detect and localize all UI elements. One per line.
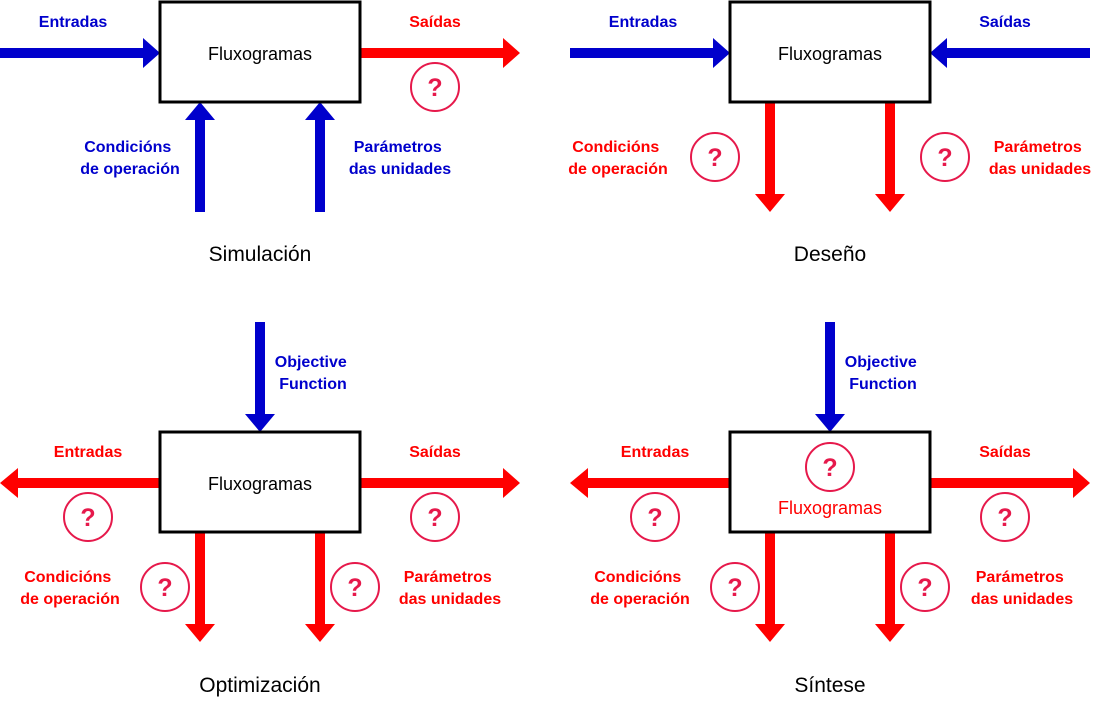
question-circle-icon: ? — [330, 562, 380, 612]
process-box — [158, 430, 362, 534]
parameters-label: Parámetros das unidades — [989, 139, 1091, 178]
svg-text:?: ? — [917, 574, 932, 602]
outputs-label: Saídas — [409, 444, 461, 461]
question-circle-icon: ? — [410, 62, 460, 112]
panel-simulation: Fluxogramas Entradas Saídas ? Condicións… — [0, 0, 520, 266]
conditions-label: Condicións de operación — [568, 139, 668, 178]
process-box — [728, 0, 932, 104]
process-box-label: Fluxogramas — [208, 44, 312, 64]
svg-text:?: ? — [80, 504, 95, 532]
outputs-arrow-icon — [361, 468, 520, 498]
process-box — [158, 0, 362, 104]
svg-text:?: ? — [427, 74, 442, 102]
objective-arrow-icon — [245, 322, 275, 432]
question-circle-icon: ? — [980, 492, 1030, 542]
process-box-label: Fluxogramas — [778, 498, 882, 518]
conditions-arrow-icon — [755, 532, 785, 642]
outputs-label: Saídas — [979, 444, 1031, 461]
parameters-arrow-icon — [305, 532, 335, 642]
objective-label: Objective Function — [845, 354, 921, 393]
parameters-arrow-icon — [305, 102, 335, 212]
svg-text:?: ? — [427, 504, 442, 532]
panel-design: Fluxogramas Entradas Saídas Condicións d… — [568, 0, 1091, 266]
conditions-label: Condicións de operación — [20, 569, 120, 608]
outputs-label: Saídas — [979, 14, 1031, 31]
conditions-arrow-icon — [185, 532, 215, 642]
inputs-label: Entradas — [39, 14, 108, 31]
conditions-label: Condicións de operación — [80, 139, 180, 178]
svg-text:?: ? — [347, 574, 362, 602]
parameters-arrow-icon — [875, 532, 905, 642]
inputs-arrow-icon — [0, 468, 160, 498]
parameters-label: Parámetros das unidades — [399, 569, 501, 608]
panel-optimization: Fluxogramas Objective Function Entradas … — [0, 322, 520, 697]
objective-label: Objective Function — [275, 354, 351, 393]
svg-text:?: ? — [727, 574, 742, 602]
panel-caption: Síntese — [794, 674, 865, 697]
question-circle-icon: ? — [630, 492, 680, 542]
outputs-arrow-icon — [361, 38, 520, 68]
svg-text:?: ? — [707, 144, 722, 172]
panel-caption: Deseño — [794, 243, 866, 266]
question-circle-icon: ? — [690, 132, 740, 182]
svg-text:?: ? — [937, 144, 952, 172]
parameters-label: Parámetros das unidades — [349, 139, 451, 178]
conditions-arrow-icon — [185, 102, 215, 212]
question-circle-icon: ? — [805, 442, 855, 492]
svg-text:?: ? — [157, 574, 172, 602]
question-circle-icon: ? — [710, 562, 760, 612]
question-circle-icon: ? — [63, 492, 113, 542]
question-circle-icon: ? — [410, 492, 460, 542]
inputs-label: Entradas — [609, 14, 678, 31]
outputs-arrow-icon — [930, 38, 1090, 68]
question-circle-icon: ? — [140, 562, 190, 612]
svg-text:?: ? — [997, 504, 1012, 532]
question-circle-icon: ? — [900, 562, 950, 612]
inputs-label: Entradas — [54, 444, 123, 461]
parameters-arrow-icon — [875, 102, 905, 212]
objective-arrow-icon — [815, 322, 845, 432]
process-box-label: Fluxogramas — [778, 44, 882, 64]
parameters-label: Parámetros das unidades — [971, 569, 1073, 608]
panel-caption: Optimización — [199, 674, 320, 697]
process-box-label: Fluxogramas — [208, 474, 312, 494]
conditions-label: Condicións de operación — [590, 569, 690, 608]
inputs-arrow-icon — [570, 468, 730, 498]
inputs-arrow-icon — [0, 38, 160, 68]
outputs-arrow-icon — [931, 468, 1090, 498]
inputs-arrow-icon — [570, 38, 730, 68]
inputs-label: Entradas — [621, 444, 690, 461]
panel-caption: Simulación — [209, 243, 312, 266]
question-circle-icon: ? — [920, 132, 970, 182]
conditions-arrow-icon — [755, 102, 785, 212]
outputs-label: Saídas — [409, 14, 461, 31]
svg-text:?: ? — [822, 454, 837, 482]
panel-synthesis: ? Fluxogramas Objective Function Entrada… — [570, 322, 1090, 697]
svg-text:?: ? — [647, 504, 662, 532]
